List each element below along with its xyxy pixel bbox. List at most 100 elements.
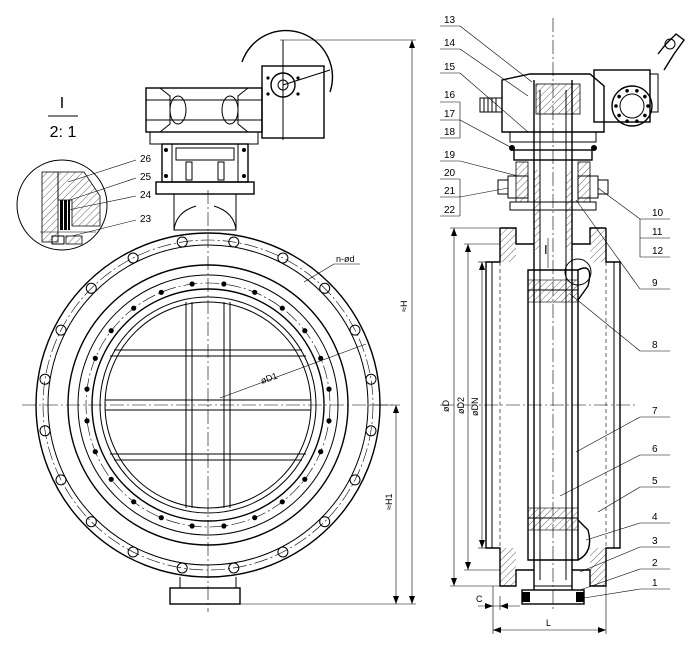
svg-text:5: 5 bbox=[652, 476, 658, 487]
svg-text:4: 4 bbox=[652, 512, 658, 523]
bolt-hole bbox=[625, 119, 629, 123]
side-length-dims: C L bbox=[476, 586, 607, 634]
svg-text:7: 7 bbox=[652, 406, 658, 417]
side-diameter-dims: øD øD2 øDN bbox=[441, 227, 500, 587]
dia-d1-label: øD1 bbox=[259, 371, 278, 386]
inner-bolt-holes bbox=[84, 281, 332, 529]
bolt-hole bbox=[349, 324, 361, 336]
gearbox-actuator bbox=[145, 29, 334, 145]
dia-d-label: øD bbox=[441, 400, 451, 412]
dia-d2-label: øD2 bbox=[456, 397, 466, 414]
bolt-hole bbox=[277, 252, 289, 264]
callout-9: 9 bbox=[575, 199, 670, 290]
svg-text:10: 10 bbox=[652, 208, 664, 219]
bolt-hole bbox=[319, 282, 331, 294]
bolt-hole bbox=[158, 289, 164, 295]
svg-text:16: 16 bbox=[444, 90, 456, 101]
bolt-hole bbox=[277, 546, 289, 558]
bolt-hole bbox=[252, 289, 258, 295]
svg-text:19: 19 bbox=[444, 150, 456, 161]
side-disc: I bbox=[527, 238, 592, 561]
detail-circle bbox=[16, 159, 108, 251]
callout-2: 2 bbox=[579, 558, 670, 591]
bolt-hole bbox=[84, 418, 90, 424]
detail-section bbox=[40, 171, 101, 245]
callout-5: 5 bbox=[597, 476, 670, 513]
bolt-hole bbox=[228, 562, 240, 574]
callout-20-21-22: 20 21 22 bbox=[440, 168, 509, 217]
bolt-hole bbox=[176, 236, 188, 248]
height-h-label: ≈H bbox=[399, 301, 409, 312]
bolt-hole bbox=[55, 324, 67, 336]
bolt-hole bbox=[127, 546, 139, 558]
svg-text:6: 6 bbox=[652, 444, 658, 455]
detail-scale-label: 2: 1 bbox=[50, 124, 77, 141]
svg-text:3: 3 bbox=[652, 536, 658, 547]
side-view: I øD øD2 bbox=[440, 15, 685, 634]
bolt-hole bbox=[614, 104, 618, 108]
svg-text:14: 14 bbox=[444, 38, 456, 49]
bolt-hole bbox=[318, 355, 324, 361]
callout-19: 19 bbox=[440, 150, 519, 177]
bolt-hole bbox=[646, 104, 650, 108]
bolt-hole bbox=[279, 499, 285, 505]
bolt-hole bbox=[302, 328, 308, 334]
bolt-hole bbox=[365, 425, 377, 437]
bolt-hole bbox=[252, 515, 258, 521]
callout-10-11-12: 10 11 12 bbox=[597, 187, 670, 258]
side-stem bbox=[533, 80, 573, 590]
callout-14: 14 bbox=[440, 38, 529, 97]
svg-text:15: 15 bbox=[444, 62, 456, 73]
detail-part-26: 26 bbox=[140, 154, 152, 165]
svg-text:20: 20 bbox=[444, 168, 456, 179]
bolt-hole bbox=[617, 94, 621, 99]
callout-7: 7 bbox=[575, 406, 670, 453]
detail-part-25: 25 bbox=[140, 172, 152, 183]
bolt-hole bbox=[279, 305, 285, 311]
handwheel-arc bbox=[241, 29, 334, 93]
bolt-hole bbox=[39, 373, 51, 385]
bolt-hole bbox=[92, 449, 98, 455]
bolt-hole bbox=[625, 89, 629, 93]
svg-text:21: 21 bbox=[444, 186, 456, 197]
svg-text:8: 8 bbox=[652, 340, 658, 351]
callout-6: 6 bbox=[559, 444, 670, 497]
callout-4: 4 bbox=[585, 512, 670, 541]
detail-roman-label: I bbox=[60, 95, 64, 112]
detail-leaders bbox=[67, 159, 137, 237]
bolt-hole bbox=[326, 418, 332, 424]
callout-3: 3 bbox=[579, 536, 670, 573]
bolt-hole bbox=[326, 386, 332, 392]
bolt-hole bbox=[158, 515, 164, 521]
svg-text:13: 13 bbox=[444, 15, 456, 26]
bolt-hole bbox=[318, 449, 324, 455]
svg-text:17: 17 bbox=[444, 109, 456, 120]
bolt-hole bbox=[319, 516, 331, 528]
bolt-hole bbox=[55, 474, 67, 486]
bolt-hole bbox=[228, 236, 240, 248]
bolt-hole bbox=[131, 305, 137, 311]
bolt-hole bbox=[617, 113, 621, 118]
bolt-hole bbox=[92, 355, 98, 361]
dia-dn-label: øDN bbox=[470, 398, 480, 417]
bolt-hole bbox=[108, 476, 114, 482]
bolt-hole bbox=[635, 89, 639, 93]
bottom-foot bbox=[169, 587, 241, 605]
bolt-hole bbox=[108, 328, 114, 334]
bolt-hole bbox=[189, 281, 195, 287]
svg-text:1: 1 bbox=[652, 578, 658, 589]
bolt-hole bbox=[176, 562, 188, 574]
outer-bolt-holes bbox=[39, 236, 377, 574]
svg-text:2: 2 bbox=[652, 558, 658, 569]
svg-text:12: 12 bbox=[652, 246, 664, 257]
yoke-bracket bbox=[155, 143, 255, 231]
callout-16-17-18: 16 17 18 bbox=[440, 90, 513, 149]
callout-15: 15 bbox=[440, 62, 529, 133]
bolt-hole bbox=[302, 476, 308, 482]
bolt-hole bbox=[84, 386, 90, 392]
height-h1-label: ≈H1 bbox=[384, 494, 394, 510]
svg-text:9: 9 bbox=[652, 278, 658, 289]
callout-13: 13 bbox=[440, 15, 533, 83]
bolt-hole bbox=[131, 499, 137, 505]
detail-view-i: I 2: 1 26 25 24 23 bbox=[16, 95, 152, 251]
